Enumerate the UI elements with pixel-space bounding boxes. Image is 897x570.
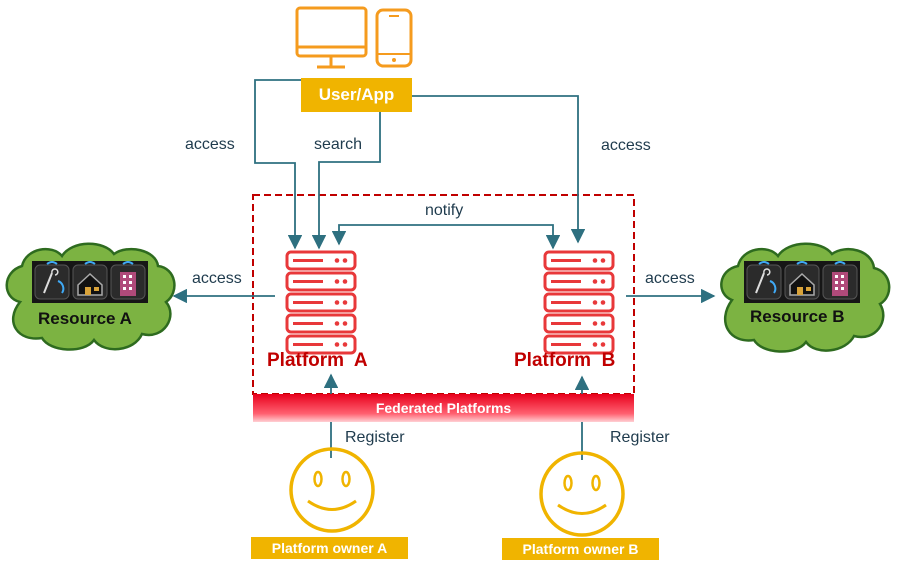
federated-platforms-bar: Federated Platforms (253, 394, 634, 422)
access-a-label: access (185, 136, 235, 153)
platform-owner-b-label: Platform owner B (502, 538, 659, 560)
platform-owner-a-label: Platform owner A (251, 537, 408, 559)
search-label: search (314, 136, 363, 153)
notify-label: notify (425, 202, 464, 219)
smartphone-icon (375, 8, 413, 68)
server-icon-platform-a (285, 250, 357, 355)
smiley-owner-b-icon (539, 451, 625, 537)
access-b-arrow (412, 95, 586, 244)
access-a-arrow (254, 79, 303, 250)
server-icon-platform-b (543, 250, 615, 355)
cloud-resource-a (5, 242, 176, 351)
user-app-box: User/App (301, 78, 412, 112)
smiley-owner-a-icon (289, 447, 375, 533)
cloud-resource-b (720, 242, 891, 353)
resource-b-label: Resource B (750, 307, 845, 326)
resource-a-label: Resource A (38, 309, 132, 328)
access-b-label: access (601, 137, 651, 154)
platform-a-label: Platform A (267, 350, 368, 371)
notify-arrow (331, 224, 561, 250)
search-arrow (311, 112, 381, 250)
monitor-icon (295, 6, 368, 69)
access-resource-b-label: access (645, 270, 695, 287)
register-b-label: Register (610, 429, 670, 446)
register-a-label: Register (345, 429, 405, 446)
platform-b-label: Platform B (514, 350, 616, 371)
access-resource-a-label: access (192, 270, 242, 287)
